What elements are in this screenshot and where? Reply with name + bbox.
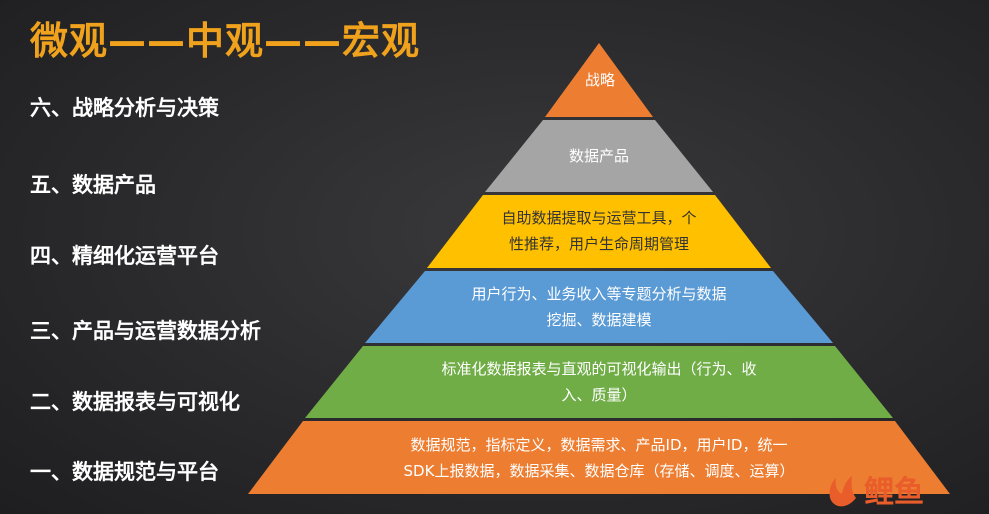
level-label-5: 五、数据产品 <box>30 173 156 197</box>
level-label-1: 一、数据规范与平台 <box>30 460 219 484</box>
band-text-strategy: 战略 <box>584 71 615 89</box>
logo: 鲤鱼 <box>829 475 924 510</box>
band-text-analysis: 用户行为、业务收入等专题分析与数据 挖掘、数据建模 <box>471 285 727 329</box>
level-label-3: 三、产品与运营数据分析 <box>30 319 261 343</box>
level-label-4: 四、精细化运营平台 <box>30 244 219 268</box>
flame-icon <box>829 476 856 507</box>
level-label-6: 六、战略分析与决策 <box>30 96 219 120</box>
page-title: 微观——中观——宏观 <box>30 19 421 63</box>
pyramid-band-analysis <box>365 271 833 343</box>
band-text-ops-platform: 自助数据提取与运营工具，个 性推荐，用户生命周期管理 <box>501 209 697 253</box>
pyramid-band-strategy <box>545 43 653 117</box>
pyramid-band-ops-platform <box>427 195 771 268</box>
pyramid-band-foundation <box>248 421 950 494</box>
pyramid-band-data-product <box>485 120 713 192</box>
pyramid-band-reports <box>305 346 893 418</box>
band-text-reports: 标准化数据报表与直观的可视化输出（行为、收 入、质量） <box>441 360 757 404</box>
band-text-foundation: 数据规范，指标定义，数据需求、产品ID，用户ID，统一 SDK上报数据，数据采集… <box>403 436 795 480</box>
band-text-data-product: 数据产品 <box>568 147 629 165</box>
level-label-2: 二、数据报表与可视化 <box>30 390 240 414</box>
logo-text: 鲤鱼 <box>864 475 924 510</box>
